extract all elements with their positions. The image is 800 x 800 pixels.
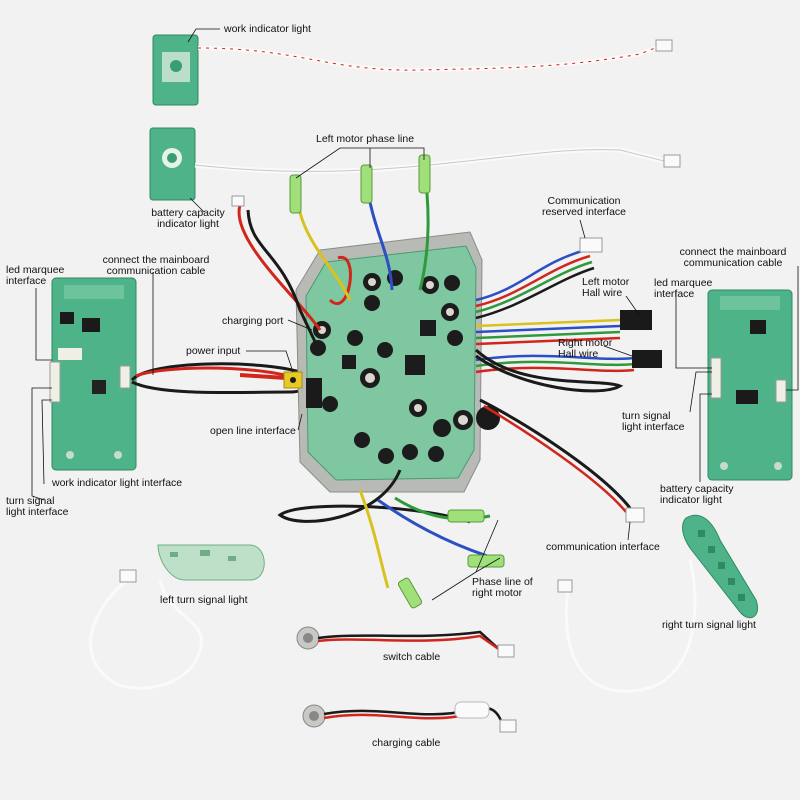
label-right-motor-hall-wire-2: Hall wire bbox=[558, 348, 599, 360]
label-led-marquee-interface-left-2: interface bbox=[6, 275, 47, 287]
battery-capacity-indicator-light-board bbox=[149, 127, 681, 201]
callout-lines bbox=[31, 28, 799, 601]
label-led-marquee-interface-left-1: led marquee bbox=[6, 264, 65, 276]
label-right-turn-signal-light: right turn signal light bbox=[662, 619, 756, 631]
work-indicator-light-board bbox=[152, 34, 673, 106]
right-wire-harness bbox=[474, 237, 662, 523]
charging-cable bbox=[302, 701, 517, 733]
right-led-board bbox=[707, 289, 793, 481]
right-turn-signal-light-board bbox=[557, 514, 758, 693]
label-work-indicator-light-interface: work indicator light interface bbox=[52, 477, 183, 489]
label-communication-interface: communication interface bbox=[546, 541, 660, 553]
label-connect-mainboard-left-1: connect the mainboard bbox=[102, 254, 210, 266]
label-led-marquee-interface-right-2: interface bbox=[654, 288, 695, 300]
left-motor-phase-lines bbox=[289, 154, 431, 301]
label-turn-signal-light-interface-left-1: turn signal bbox=[6, 495, 55, 507]
label-right-motor-hall-wire-1: Right motor bbox=[558, 337, 613, 349]
label-power-input: power input bbox=[186, 345, 241, 357]
label-communication-reserved-interface-1: Communication bbox=[547, 195, 621, 207]
label-communication-reserved-interface-2: reserved interface bbox=[541, 206, 627, 218]
label-connect-mainboard-left-2: communication cable bbox=[106, 265, 206, 277]
label-led-marquee-interface-right-1: led marquee bbox=[654, 277, 713, 289]
label-left-motor-phase-line: Left motor phase line bbox=[316, 133, 415, 145]
label-left-turn-signal-light: left turn signal light bbox=[160, 594, 248, 606]
label-switch-cable: switch cable bbox=[383, 651, 441, 663]
label-battery-capacity-indicator-light-right-2: indicator light bbox=[660, 494, 722, 506]
right-motor-phase-lines bbox=[277, 469, 505, 609]
label-connect-mainboard-right-2: communication cable bbox=[683, 257, 783, 269]
label-turn-signal-light-interface-left-2: light interface bbox=[6, 506, 69, 518]
label-left-motor-hall-wire-1: Left motor bbox=[582, 276, 630, 288]
left-led-board bbox=[49, 277, 137, 471]
label-battery-capacity-indicator-light-top-1: battery capacity bbox=[151, 207, 225, 219]
power-wires bbox=[231, 195, 352, 389]
label-phase-line-right-motor-2: right motor bbox=[472, 587, 523, 599]
label-battery-capacity-indicator-light-right-1: battery capacity bbox=[660, 483, 734, 495]
left-turn-signal-light-board bbox=[89, 544, 265, 690]
label-charging-cable: charging cable bbox=[372, 737, 441, 749]
label-connect-mainboard-right-1: connect the mainboard bbox=[679, 246, 787, 258]
label-open-line-interface: open line interface bbox=[210, 425, 296, 437]
label-turn-signal-light-interface-right-1: turn signal bbox=[622, 410, 671, 422]
label-phase-line-right-motor-1: Phase line of bbox=[472, 576, 533, 588]
label-left-motor-hall-wire-2: Hall wire bbox=[582, 287, 623, 299]
label-turn-signal-light-interface-right-2: light interface bbox=[622, 421, 685, 433]
label-charging-port: charging port bbox=[222, 315, 284, 327]
mainboard bbox=[295, 231, 500, 493]
switch-cable bbox=[296, 626, 515, 658]
label-work-indicator-light: work indicator light bbox=[224, 23, 311, 35]
label-battery-capacity-indicator-light-top-2: indicator light bbox=[157, 218, 219, 230]
